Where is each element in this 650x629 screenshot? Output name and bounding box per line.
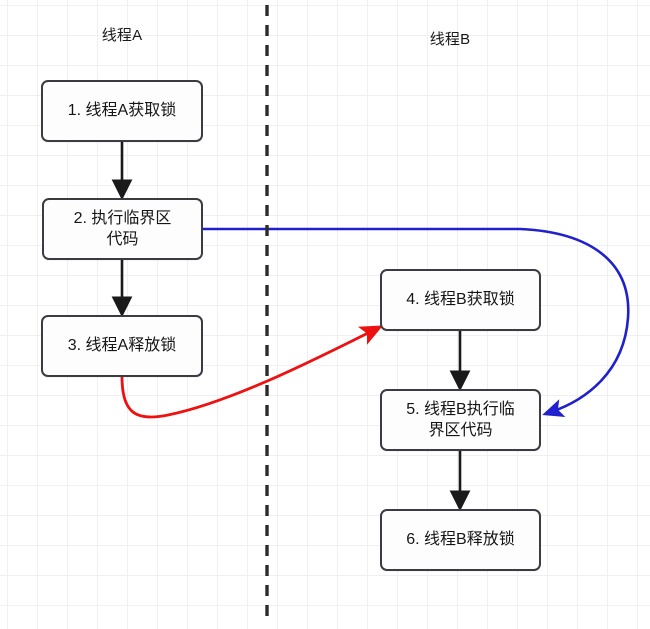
node-label-line-1: 2. 执行临界区 — [73, 209, 172, 227]
node-label: 3. 线程A释放锁 — [67, 337, 177, 355]
node-thread-a-release-lock[interactable]: 3. 线程A释放锁 — [41, 315, 203, 377]
edge-n3-to-n4-red — [120, 325, 384, 419]
edge-n2-to-n5-blue — [201, 227, 630, 417]
node-thread-b-release-lock[interactable]: 6. 线程B释放锁 — [380, 509, 541, 571]
node-label: 4. 线程B获取锁 — [406, 291, 515, 309]
node-thread-a-critical-section[interactable]: 2. 执行临界区 代码 — [42, 198, 203, 260]
node-label: 1. 线程A获取锁 — [67, 102, 177, 120]
lane-label-thread-b: 线程B — [429, 31, 471, 48]
node-label-line-2: 代码 — [106, 231, 139, 248]
lane-label-thread-a: 线程A — [101, 27, 143, 44]
node-thread-a-acquire-lock[interactable]: 1. 线程A获取锁 — [41, 80, 203, 142]
node-label: 6. 线程B释放锁 — [406, 531, 515, 549]
node-thread-b-critical-section[interactable]: 5. 线程B执行临 界区代码 — [380, 389, 541, 451]
node-label-line-1: 5. 线程B执行临 — [406, 400, 515, 418]
node-label-line-2: 界区代码 — [428, 422, 493, 439]
node-thread-b-acquire-lock[interactable]: 4. 线程B获取锁 — [380, 269, 541, 331]
